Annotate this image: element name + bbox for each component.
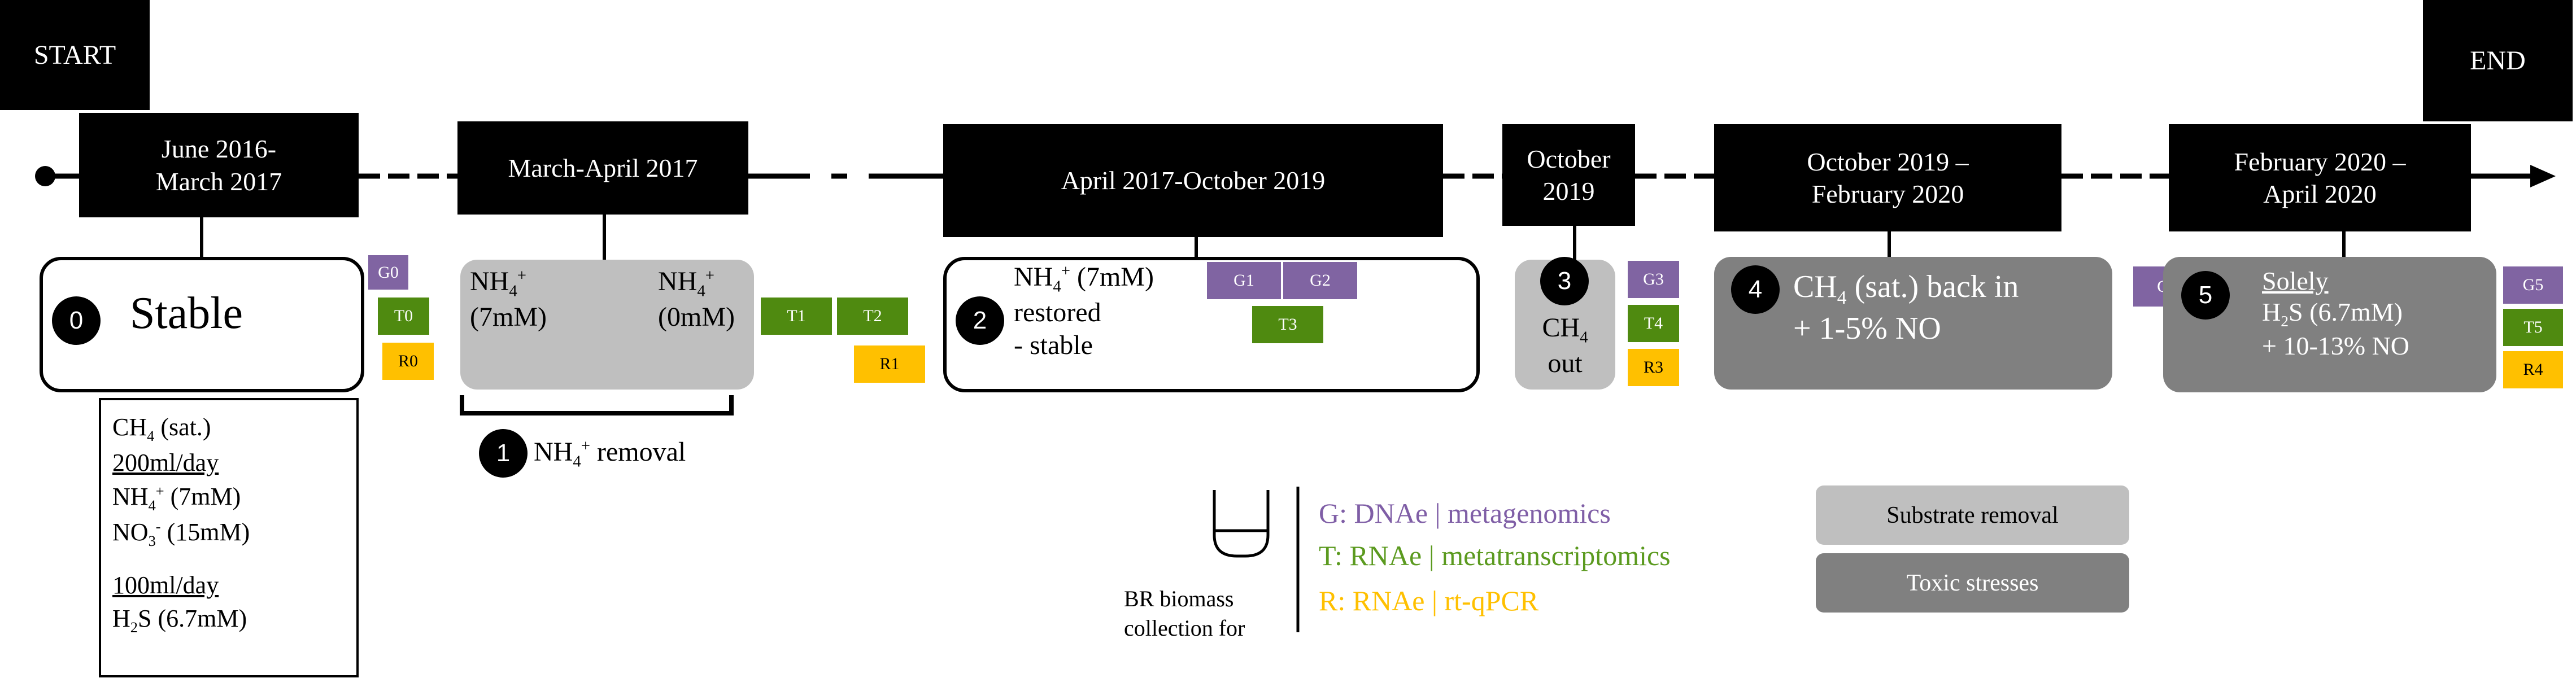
phase-0-label: Stable: [130, 288, 243, 338]
phase-1-box: [460, 260, 754, 390]
legend-dna: G: DNAe | metagenomics: [1319, 497, 1611, 529]
period-box-5: February 2020 –April 2020: [2169, 124, 2471, 231]
legend-caption: BR biomass collection for: [1124, 586, 1245, 641]
period-box-1: March-April 2017: [457, 121, 748, 215]
period-box-0: June 2016-March 2017: [79, 113, 359, 217]
phase-1-to: NH4+(0mM): [658, 266, 735, 333]
sample-T3: T3: [1251, 305, 1324, 344]
legend-toxic-stresses: Toxic stresses: [1816, 553, 2129, 613]
phase-1-from: NH4+(7mM): [470, 266, 547, 333]
sample-T4: T4: [1627, 304, 1680, 343]
sample-G1: G1: [1206, 261, 1282, 300]
sample-T5: T5: [2502, 308, 2564, 347]
phase-2-text: NH4+ (7mM) restored - stable: [1014, 262, 1154, 360]
phase-number-2: 2: [956, 296, 1004, 345]
phase-4-text: CH4 (sat.) back in + 1-5% NO: [1793, 269, 2019, 346]
sample-G2: G2: [1282, 261, 1358, 300]
sample-T0: T0: [377, 296, 430, 336]
start-label: START: [0, 0, 150, 110]
phase-number-1: 1: [479, 429, 528, 478]
phase-number-3: 3: [1540, 257, 1589, 305]
phase-1-caption: NH4+ removal: [534, 437, 686, 471]
sample-R1: R1: [853, 344, 926, 384]
timeline-arrow-head: [2530, 165, 2556, 187]
sample-T2: T2: [836, 296, 909, 336]
sample-G5: G5: [2502, 265, 2564, 305]
legend-substrate-removal: Substrate removal: [1816, 485, 2129, 545]
phase-number-0: 0: [52, 296, 101, 345]
sample-T1: T1: [760, 296, 833, 336]
phase-number-5: 5: [2181, 271, 2230, 320]
phase-5-text: Solely H2S (6.7mM) + 10-13% NO: [2262, 266, 2410, 361]
legend-rna-rtqpcr: R: RNAe | rt-qPCR: [1319, 585, 1539, 616]
collection-tube-icon: [1213, 490, 1270, 558]
sample-R4: R4: [2502, 350, 2564, 390]
period-box-4: October 2019 –February 2020: [1714, 124, 2061, 231]
legend-rna-metatranscriptomics: T: RNAe | metatranscriptomics: [1319, 540, 1671, 571]
initial-conditions-box: CH4 (sat.) 200ml/day NH4+ (7mM) NO3- (15…: [99, 398, 359, 677]
sample-R0: R0: [381, 342, 435, 381]
sample-R3: R3: [1627, 348, 1680, 387]
end-label: END: [2423, 0, 2573, 121]
sample-G3: G3: [1627, 260, 1680, 299]
period-box-2: April 2017-October 2019: [943, 124, 1443, 237]
phase-4-box: [1714, 257, 2112, 390]
sample-G0: G0: [367, 254, 409, 291]
phase-number-4: 4: [1731, 265, 1780, 314]
